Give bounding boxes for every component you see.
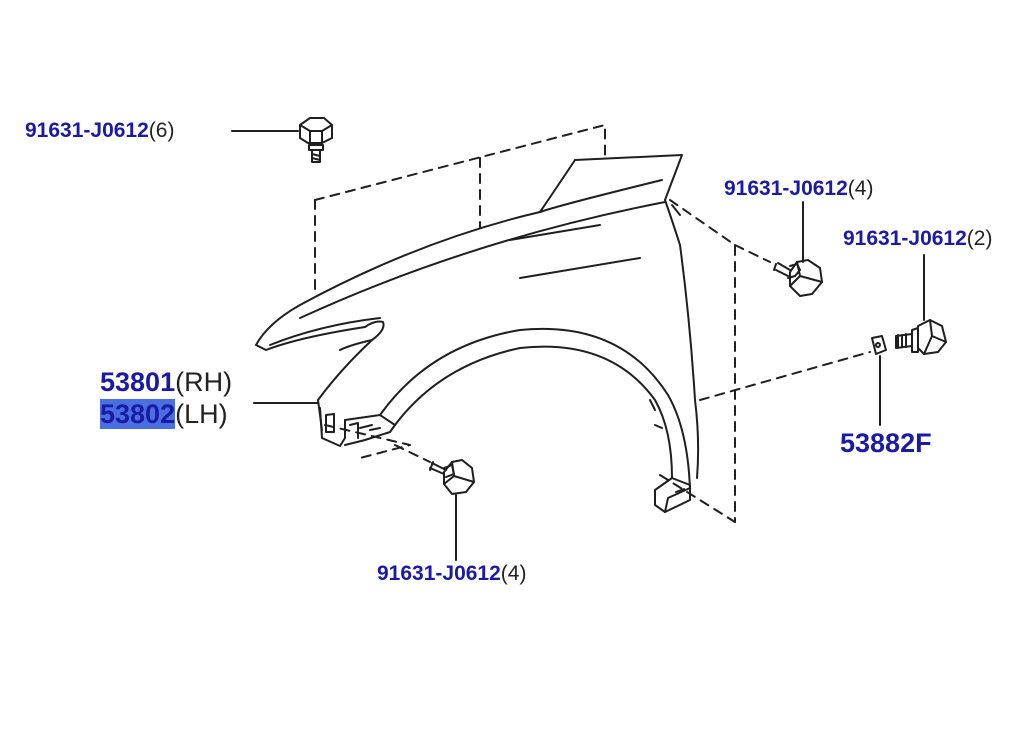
part-number[interactable]: 91631-J0612: [377, 562, 501, 585]
side: (RH): [175, 367, 233, 397]
callout-bolt-rear-upper: 91631-J0612(4): [724, 178, 873, 199]
part-number[interactable]: 91631-J0612: [25, 119, 149, 142]
side: (LH): [175, 399, 228, 429]
bolt-top-left-icon: [231, 117, 333, 163]
quantity: (6): [148, 119, 175, 142]
bolt-bottom-icon: [429, 459, 475, 561]
bolt-rear-right-icon: [895, 254, 947, 355]
callout-fender-lh: 53802(LH): [100, 399, 228, 429]
bolt-rear-upper-icon: [773, 201, 823, 297]
fender-panel: [255, 154, 700, 513]
part-number[interactable]: 91631-J0612: [843, 227, 967, 250]
quantity: (4): [500, 562, 527, 585]
part-number[interactable]: 53801: [100, 367, 176, 397]
callout-bolt-bottom: 91631-J0612(4): [377, 563, 526, 584]
quantity: (4): [847, 177, 874, 200]
quantity: (2): [966, 227, 993, 250]
dashed-guide-lines: [314, 124, 871, 523]
clip-washer-icon: [871, 335, 887, 426]
callout-washer: 53882F: [840, 430, 932, 457]
part-number[interactable]: 53882F: [840, 428, 932, 458]
callout-fender-rh: 53801(RH): [100, 369, 232, 396]
part-number[interactable]: 91631-J0612: [724, 177, 848, 200]
callout-bolt-top-left: 91631-J0612(6): [25, 120, 174, 141]
callout-bolt-rear-right: 91631-J0612(2): [843, 228, 992, 249]
part-number-highlighted[interactable]: 53802: [100, 399, 176, 429]
